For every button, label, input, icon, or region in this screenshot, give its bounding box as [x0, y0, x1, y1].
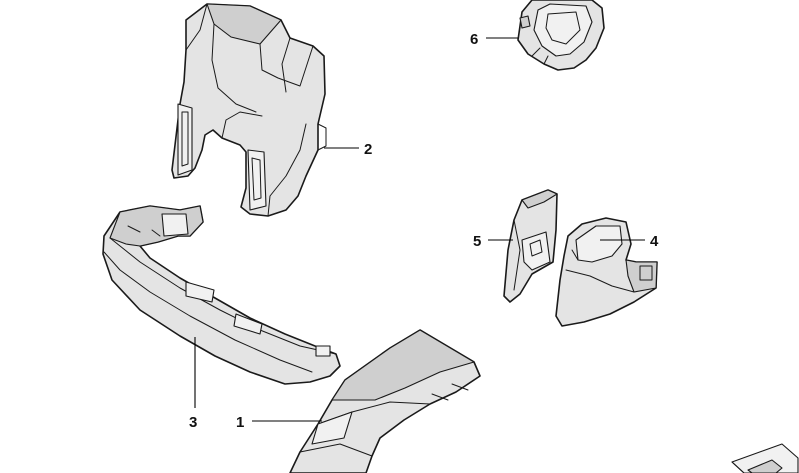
part-4-side-panel	[555, 217, 658, 327]
part-1-corner-panel	[289, 329, 481, 473]
callout-4: 4	[650, 233, 659, 250]
thumbnail-box-icon	[731, 443, 799, 473]
part-6-small-cover	[517, 0, 605, 71]
callout-1: 1	[236, 414, 244, 431]
part-3-lower-trim-strip	[102, 205, 341, 385]
leader-lines	[194, 37, 645, 422]
callout-2: 2	[364, 141, 372, 158]
part-2-backrest-trim	[171, 3, 327, 217]
part-5-side-trim	[503, 189, 558, 303]
callout-6: 6	[470, 31, 478, 48]
callout-3: 3	[189, 414, 197, 431]
callout-labels: 2 6 5 4 3 1	[189, 31, 659, 431]
callout-5: 5	[473, 233, 481, 250]
